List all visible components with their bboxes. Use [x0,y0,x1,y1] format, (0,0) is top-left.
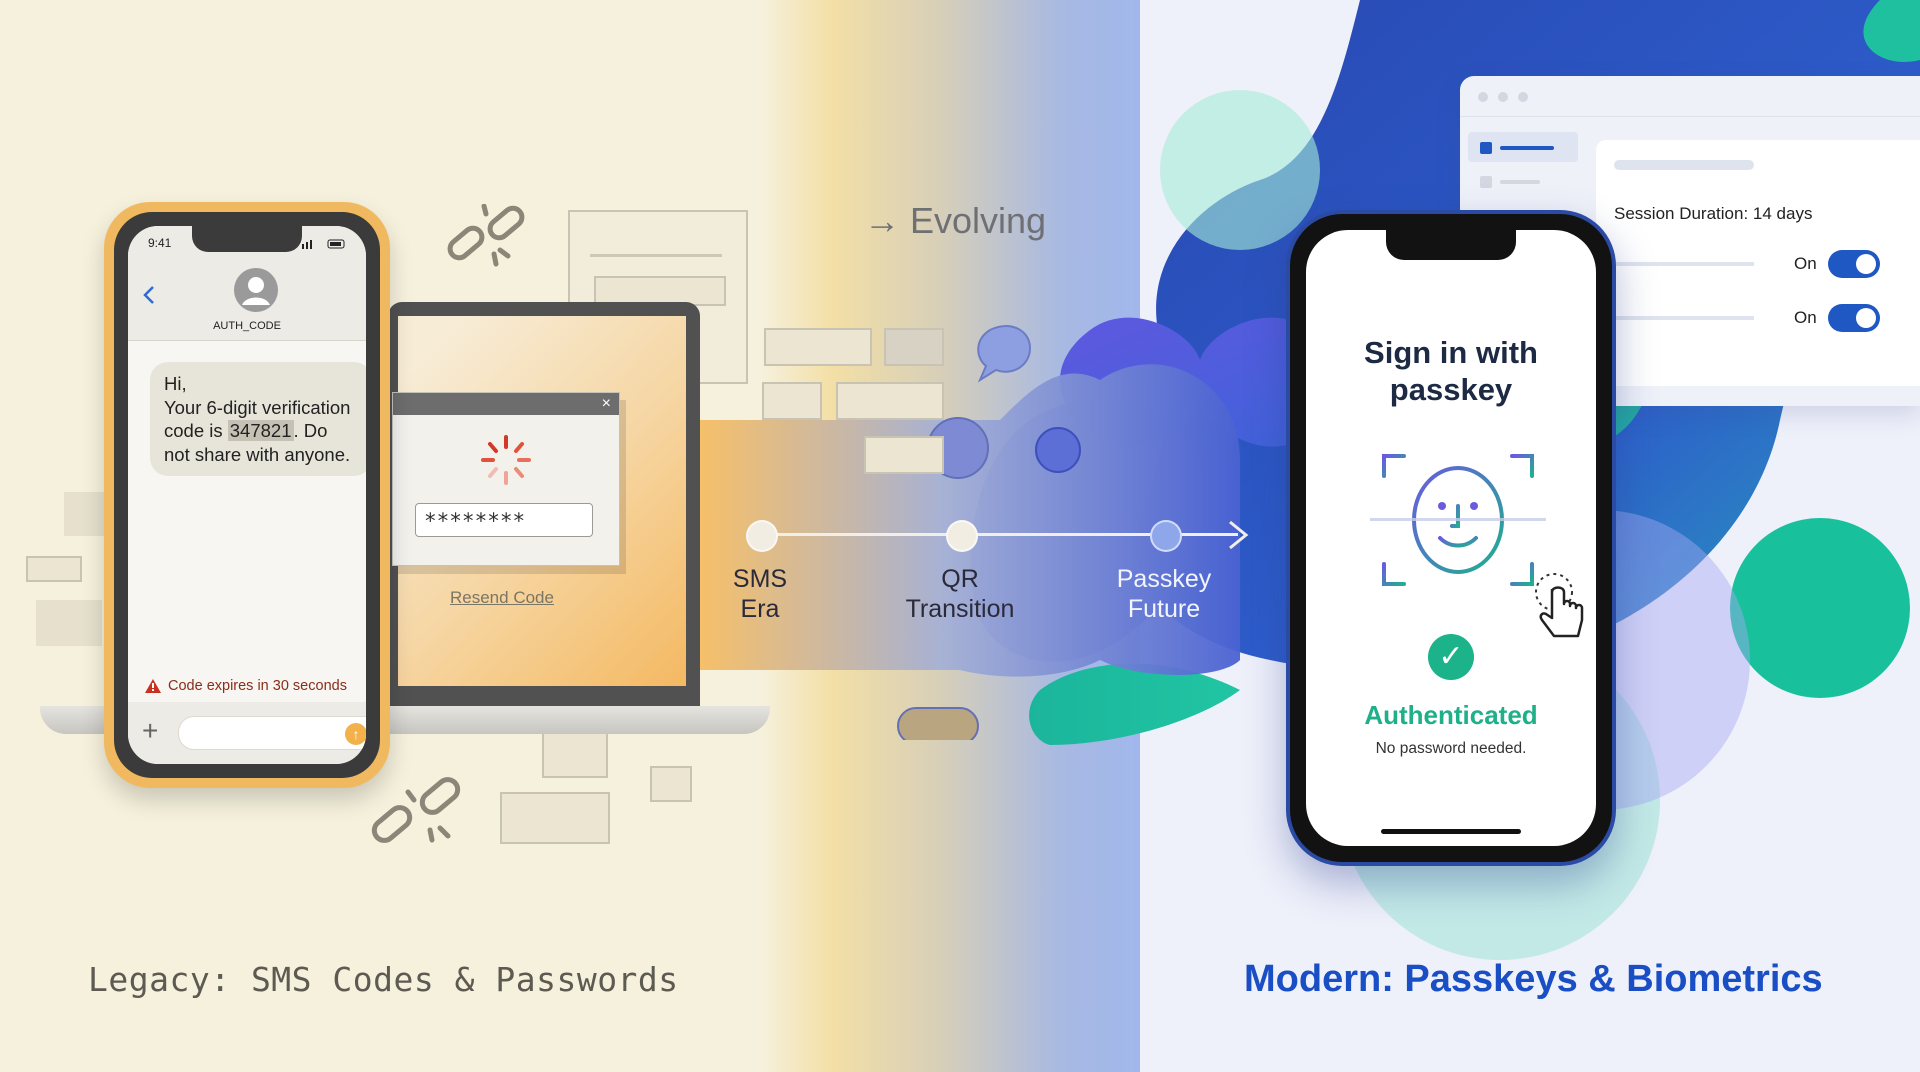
modern-caption: Modern: Passkeys & Biometrics [1244,958,1823,1000]
verification-code: 347821 [227,420,294,441]
close-icon[interactable]: × [393,393,619,415]
sms-text-tail: . Do not share with anyone. [164,420,351,465]
chain-link-icon [447,204,525,267]
timeline-arrow-icon [1229,520,1249,550]
otp-dialog: × ******** [392,392,620,566]
signin-heading: Sign in with passkey [1364,335,1538,407]
toggle-2-label: On [1794,308,1817,327]
timeline-dot-qr [946,520,978,552]
warning-icon [145,679,161,693]
toggle-1-label: On [1794,254,1817,273]
no-password-text: No password needed. [1375,740,1527,757]
face-scan-icon[interactable] [1370,442,1546,598]
status-time: 9:41 [148,236,172,250]
sidebar-item-active[interactable] [1468,132,1578,162]
message-input[interactable]: ↑ [178,716,366,750]
timeline-line [758,533,1238,536]
avatar-icon [234,268,278,312]
timeline-dot-passkey [1150,520,1182,552]
blob-green-glow [1160,90,1320,250]
contact-name: AUTH_CODE [213,320,281,332]
session-duration-label: Session Duration: 14 days [1614,204,1813,223]
evolving-label: → Evolving [864,200,1047,241]
settings-panel: Session Duration: 14 days On On [1596,140,1920,386]
blob-teal-corner [1863,0,1920,62]
warning-text: Code expires in 30 seconds [168,678,347,694]
blob-teal-bottom [1029,663,1240,745]
plus-icon[interactable]: + [142,715,159,746]
modern-phone: Sign in with passkey ✓ Authent [1286,210,1616,866]
spinner-icon [481,435,531,485]
send-arrow-icon[interactable]: ↑ [345,723,366,745]
checkmark-icon: ✓ [1428,634,1474,680]
timeline-dot-sms [746,520,778,552]
toggle-1[interactable] [1828,250,1880,278]
status-icons [302,239,345,249]
blob-teal-right [1730,518,1910,698]
sms-text: Hi, Your 6-digit verification code is [164,373,351,441]
expiry-warning: Code expires in 30 seconds [144,678,347,694]
home-indicator[interactable] [1381,829,1521,834]
tap-hand-icon [1535,573,1584,638]
chain-link-icon [371,777,461,843]
sms-header: 9:41 AUTH_CODE [128,226,366,341]
password-field[interactable]: ******** [415,503,593,537]
passkey-screen: Sign in with passkey ✓ Authent [1306,230,1596,846]
transition-ribbon [700,325,1240,740]
legacy-phone: 9:41 AUTH_CODE Hi, Your 6-digit verifica… [104,202,390,788]
authenticated-status: Authenticated [1364,700,1538,730]
sms-screen: 9:41 AUTH_CODE Hi, Your 6-digit verifica… [128,226,366,764]
toggle-2[interactable] [1828,304,1880,332]
resend-code-link[interactable]: Resend Code [450,588,554,607]
legacy-caption: Legacy: SMS Codes & Passwords [88,960,679,999]
chat-bubble-icon [977,325,1032,383]
sms-message: Hi, Your 6-digit verification code is 34… [150,362,366,476]
back-chevron-icon[interactable] [142,284,156,306]
message-composer: + ↑ [128,702,366,764]
